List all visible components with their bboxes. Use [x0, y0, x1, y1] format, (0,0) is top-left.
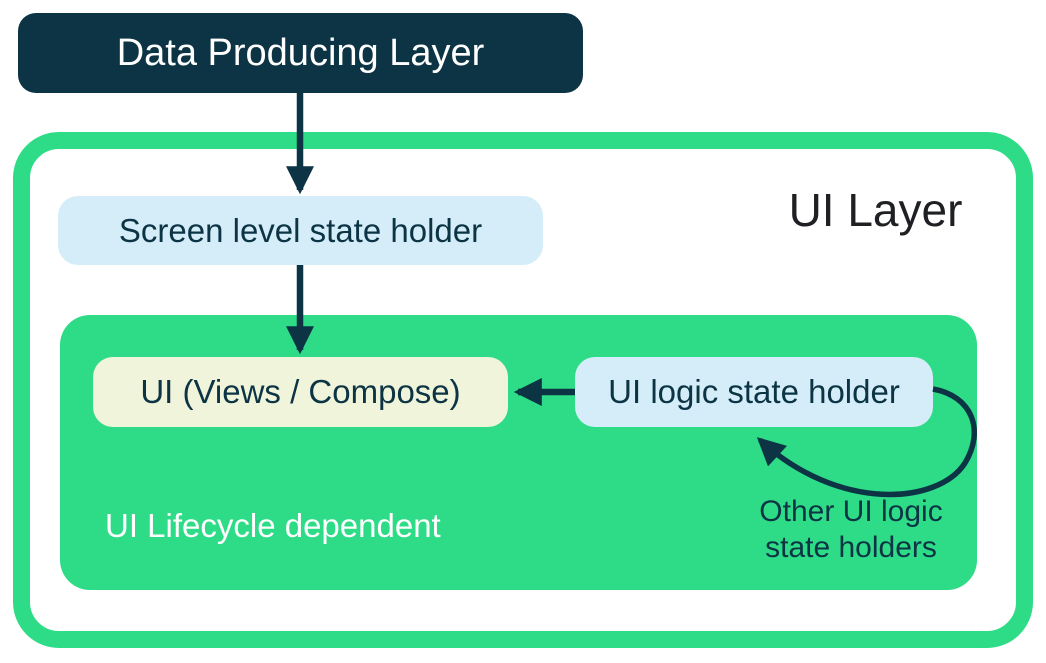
ui-logic-state-holder-label: UI logic state holder	[608, 373, 900, 410]
data-producing-layer-label: Data Producing Layer	[116, 31, 485, 74]
screen-level-state-holder-label: Screen level state holder	[118, 211, 483, 249]
other-ui-logic-state-holders-label: Other UI logic state holders	[759, 495, 943, 564]
ui-views-compose-box: UI (Views / Compose)	[93, 357, 508, 427]
ui-lifecycle-dependent-label: UI Lifecycle dependent	[105, 507, 441, 544]
screen-level-state-holder-box: Screen level state holder	[58, 196, 543, 265]
ui-layer-title: UI Layer	[788, 184, 963, 236]
data-producing-layer-box: Data Producing Layer	[18, 13, 583, 93]
ui-logic-state-holder-box: UI logic state holder	[575, 357, 933, 427]
ui-views-compose-label: UI (Views / Compose)	[140, 373, 461, 410]
